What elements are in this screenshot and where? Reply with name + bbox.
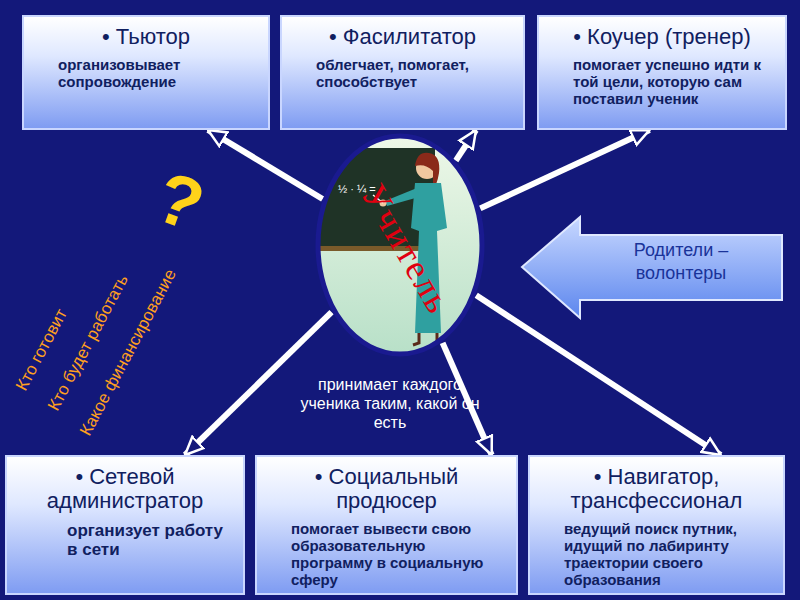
teacher-oval: Учительпринимает каждого ученика таким, … xyxy=(315,133,485,358)
role-title: • Сетевой администратор xyxy=(13,465,237,513)
role-description: ведущий поиск путник, идущий по лабиринт… xyxy=(564,521,773,588)
role-title: • Фасилитатор xyxy=(288,25,517,49)
connector-arrow xyxy=(476,295,721,455)
role-title: • Коучер (тренер) xyxy=(545,25,779,49)
role-description: организует работу в сети xyxy=(67,521,233,559)
connector-arrow xyxy=(456,130,476,161)
parents-arrow: Родители – волонтеры xyxy=(520,215,785,320)
connector-arrow xyxy=(480,130,649,208)
connector-arrow xyxy=(208,130,323,199)
role-box: • Навигатор, трансфессионал ведущий поиск… xyxy=(528,455,785,595)
teacher-note: принимает каждого ученика таким, какой о… xyxy=(295,375,485,433)
role-title: • Тьютор xyxy=(30,25,262,49)
connector-arrow xyxy=(185,312,332,455)
role-box: • Социальный продюсер помогает вывести св… xyxy=(255,455,518,595)
question-text: Кто будет работать xyxy=(44,271,133,414)
role-description: помогает успешно идти к той цели, котору… xyxy=(573,57,775,107)
role-box: • Тьютор организовывает сопровождение xyxy=(22,15,270,130)
role-box: • Коучер (тренер) помогает успешно идти к… xyxy=(537,15,787,130)
question-mark: ? xyxy=(145,155,214,247)
role-description: помогает вывести свою образовательную пр… xyxy=(291,521,506,588)
parents-text: Родители – волонтеры xyxy=(586,239,776,284)
role-box: • Сетевой администратор организует работу… xyxy=(5,455,245,595)
role-description: облегчает, помогает, способствует xyxy=(316,57,513,91)
board-formula: ½ · ¼ = xyxy=(338,183,376,195)
role-title: • Навигатор, трансфессионал xyxy=(536,465,777,513)
role-description: организовывает сопровождение xyxy=(58,57,258,91)
role-title: • Социальный продюсер xyxy=(263,465,510,513)
role-box: • Фасилитатор облегчает, помогает, способ… xyxy=(280,15,525,130)
